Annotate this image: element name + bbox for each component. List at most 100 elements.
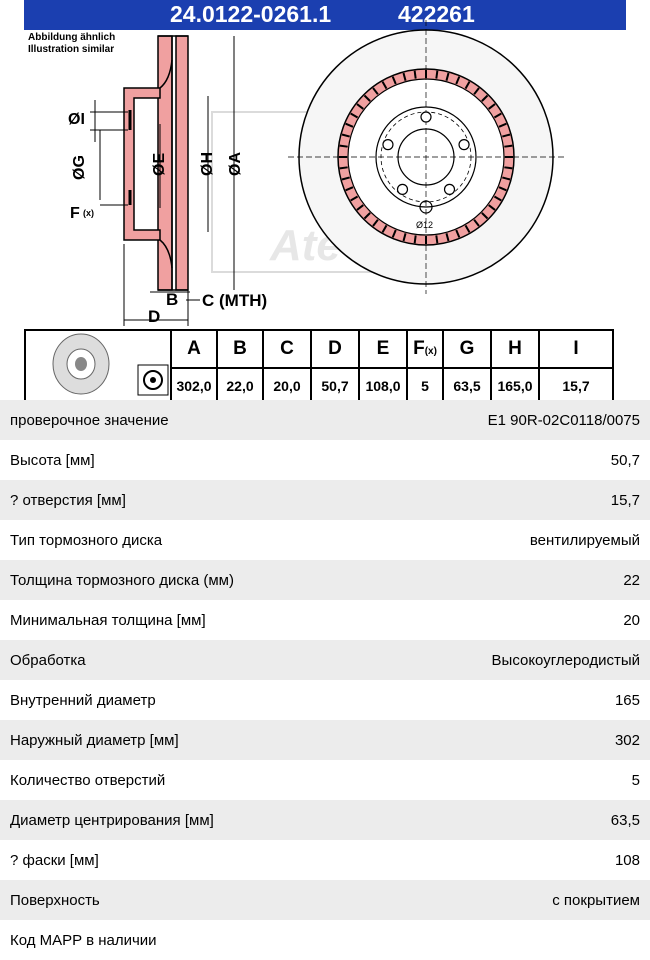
dim-c-label: C (MTH)	[202, 291, 267, 310]
spec-label: Обработка	[10, 651, 86, 669]
dim-value-i: 15,7	[538, 367, 614, 405]
vent-vane	[339, 166, 348, 170]
vent-vane	[445, 233, 450, 242]
spec-label: Поверхность	[10, 891, 100, 909]
dim-value-g: 63,5	[442, 367, 492, 405]
spec-label: ? фаски [мм]	[10, 851, 99, 869]
spec-label: Толщина тормозного диска (мм)	[10, 571, 234, 589]
vent-vane	[381, 224, 388, 233]
spec-value: 108	[614, 851, 640, 869]
spec-label: Минимальная толщина [мм]	[10, 611, 206, 629]
reference-number: 422261	[398, 1, 475, 27]
dim-f-sub-label: (x)	[83, 208, 94, 218]
spec-row: Наружный диаметр [мм]302	[0, 720, 650, 760]
dim-f-label: F	[70, 205, 80, 222]
dim-e-label: ØE	[151, 153, 168, 176]
vent-vane	[372, 87, 379, 95]
dimensions-table: A B C D E F(x) G H I 302,0 22,0 20,0 50,…	[24, 328, 614, 405]
dimension-lines	[90, 36, 235, 326]
vent-vane	[473, 87, 480, 95]
spec-value: вентилируемый	[529, 531, 640, 549]
spec-label: Код MAPP в наличии	[10, 931, 157, 949]
dim-value-c: 20,0	[262, 367, 312, 405]
side-section-view	[123, 35, 189, 291]
vent-vane	[502, 133, 511, 138]
part-header-bar: 24.0122-0261.1 422261	[24, 0, 626, 30]
bolt-hole	[420, 111, 432, 123]
dim-header-h: H	[490, 328, 540, 370]
vent-vane	[341, 176, 350, 181]
vent-vane	[402, 233, 407, 242]
dim-header-b: B	[216, 328, 264, 370]
spec-value: 50,7	[610, 451, 640, 469]
spec-value: E1 90R-02C0118/0075	[487, 411, 640, 429]
vent-vane	[356, 204, 364, 211]
spec-value: 20	[623, 611, 640, 629]
dim-value-f: 5	[406, 367, 444, 405]
dim-d-label: D	[148, 307, 160, 326]
drawing-svg: Ate ØI	[68, 20, 564, 326]
spec-value: 63,5	[610, 811, 640, 829]
vent-vane	[402, 72, 407, 81]
dim-a-label: ØA	[227, 152, 244, 176]
vent-vane	[339, 144, 348, 148]
vent-vane	[341, 133, 350, 138]
spec-row: Код MAPP в наличии	[0, 920, 650, 960]
spec-row: Тип тормозного диска вентилируемый	[0, 520, 650, 560]
spec-row: ? фаски [мм] 108	[0, 840, 650, 880]
spec-row: Поверхность с покрытием	[0, 880, 650, 920]
dim-i-label: ØI	[68, 111, 85, 128]
spec-value: 302	[614, 731, 640, 749]
dim-value-e: 108,0	[358, 367, 408, 405]
vent-vane	[498, 186, 507, 192]
vent-vane	[488, 103, 496, 110]
vent-vane	[493, 195, 502, 202]
spec-value: с покрытием	[552, 891, 640, 909]
vent-vane	[473, 219, 480, 227]
spec-label: ? отверстия [мм]	[10, 491, 126, 509]
spec-row: Обработка Высокоуглеродистый	[0, 640, 650, 680]
vent-vane	[372, 219, 379, 227]
spec-value: Высокоуглеродистый	[491, 651, 640, 669]
vent-vane	[435, 235, 439, 244]
hole-label: Ø12	[416, 220, 433, 230]
bolt-hole	[382, 139, 394, 151]
vent-vane	[481, 94, 489, 102]
spec-label: Тип тормозного диска	[10, 531, 163, 549]
vent-vane	[445, 72, 450, 81]
spec-value: 22	[623, 571, 640, 589]
vent-vane	[356, 103, 364, 110]
vent-vane	[464, 81, 471, 90]
vent-vane	[493, 112, 502, 119]
spec-label: Внутренний диаметр	[10, 691, 156, 709]
vent-vane	[381, 81, 388, 90]
dim-value-h: 165,0	[490, 367, 540, 405]
vent-vane	[504, 166, 513, 170]
dim-value-b: 22,0	[216, 367, 264, 405]
vent-vane	[502, 176, 511, 181]
vent-vane	[455, 229, 461, 238]
spec-row: Диаметр центрирования [мм]63,5	[0, 800, 650, 840]
hole-circle	[419, 200, 433, 214]
dim-header-a: A	[170, 328, 218, 370]
dim-header-d: D	[310, 328, 360, 370]
vent-vane	[363, 212, 371, 220]
illustration-note: Abbildung ähnlich Illustration similar	[28, 32, 116, 55]
vent-vane	[350, 112, 359, 119]
vent-vane	[413, 70, 417, 79]
vent-vane	[413, 235, 417, 244]
dim-header-e: E	[358, 328, 408, 370]
dim-h-label: ØH	[199, 152, 216, 176]
front-view	[288, 20, 564, 294]
vent-vane	[391, 76, 397, 85]
dim-header-f: F(x)	[406, 328, 444, 370]
part-number: 24.0122-0261.1	[170, 1, 332, 27]
spec-row: Минимальная толщина [мм] 20	[0, 600, 650, 640]
bolt-hole	[396, 183, 409, 195]
bolt-hole	[458, 139, 470, 151]
spec-row: ? отверстия [мм]15,7	[0, 480, 650, 520]
